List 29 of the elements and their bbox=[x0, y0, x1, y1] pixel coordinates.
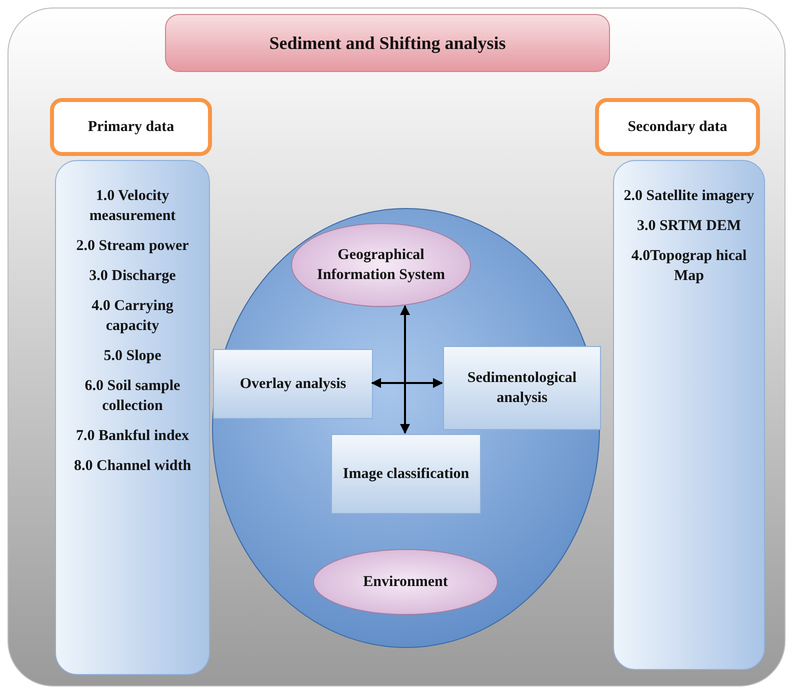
category-tag bbox=[50, 98, 212, 156]
method-text: Sedimentological analysis bbox=[466, 369, 578, 408]
list-item: 1.0 Velocity measurement bbox=[88, 187, 177, 226]
double-headed-arrow bbox=[371, 378, 443, 388]
heading-banner bbox=[165, 14, 610, 72]
list-item: 2.0 Satellite imagery bbox=[624, 187, 754, 206]
topic-text: Geographical Information System bbox=[316, 246, 446, 285]
category-label: Primary data bbox=[88, 118, 174, 137]
list-item: 3.0 Discharge bbox=[89, 267, 176, 286]
list-item: 5.0 Slope bbox=[104, 347, 162, 366]
category-tag bbox=[595, 98, 760, 156]
list-panel bbox=[55, 160, 210, 675]
list-item: 7.0 Bankful index bbox=[76, 427, 189, 446]
list-item: 2.0 Stream power bbox=[76, 237, 189, 256]
method-box bbox=[331, 434, 481, 514]
double-headed-arrow bbox=[400, 305, 410, 434]
list-item: 6.0 Soil sample collection bbox=[84, 377, 182, 416]
list-item: 4.0Topograp hical Map bbox=[630, 247, 748, 286]
category-label: Secondary data bbox=[628, 118, 728, 137]
topic-text: Environment bbox=[363, 573, 448, 592]
method-text: Image classification bbox=[342, 465, 470, 484]
list-item: 4.0 Carrying capacity bbox=[90, 297, 174, 336]
method-text: Overlay analysis bbox=[240, 375, 346, 394]
method-box bbox=[443, 346, 601, 430]
list-item: 8.0 Channel width bbox=[74, 457, 192, 476]
heading-text: Sediment and Shifting analysis bbox=[269, 33, 506, 53]
method-box bbox=[213, 349, 373, 419]
list-panel bbox=[613, 160, 765, 670]
list-item: 3.0 SRTM DEM bbox=[636, 217, 742, 236]
